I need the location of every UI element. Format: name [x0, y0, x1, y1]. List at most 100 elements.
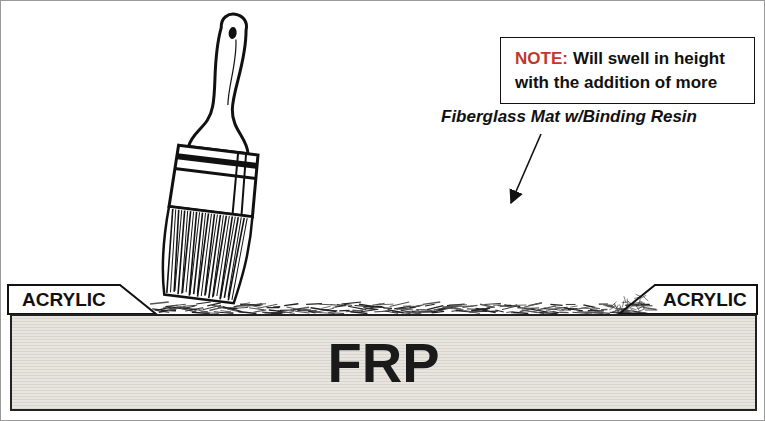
mat-fiber [462, 305, 477, 307]
mat-fiber [333, 305, 346, 307]
bristle [221, 216, 236, 299]
mat-fiber [638, 299, 640, 306]
mat-fiber [337, 304, 343, 305]
mat-fiber [528, 303, 541, 306]
bristle-strokes [163, 209, 248, 302]
mat-fiber [645, 309, 657, 310]
mat-fiber [383, 307, 392, 309]
mat-fiber [643, 307, 657, 309]
mat-fiber [640, 301, 646, 305]
mat-fiber [570, 306, 577, 307]
bristle [232, 218, 247, 301]
mat-fiber [425, 304, 435, 306]
brush-ferrule [169, 145, 260, 217]
callout-label: Fiberglass Mat w/Binding Resin [441, 107, 697, 127]
acrylic-layer: ACRYLIC [8, 285, 156, 314]
mat-fiber [370, 306, 384, 308]
mat-fiber [304, 310, 319, 312]
mat-fiber [348, 306, 366, 309]
mat-fiber [515, 305, 526, 306]
mat-fiber [476, 308, 488, 310]
mat-fiber [443, 306, 459, 308]
mat-fiber [555, 307, 564, 309]
bristle [213, 215, 226, 297]
mat-fiber [460, 304, 467, 305]
mat-fiber [432, 311, 445, 312]
mat-fiber [423, 302, 440, 304]
mat-fiber [550, 304, 562, 305]
mat-fiber [344, 304, 352, 305]
mat-fiber [284, 304, 298, 306]
mat-fiber [295, 311, 309, 313]
paint-brush [158, 9, 277, 304]
mat-fiber [220, 311, 231, 312]
brush-handle [189, 10, 265, 153]
mat-fiber [484, 303, 501, 304]
mat-fiber [624, 296, 626, 303]
mat-fiber [198, 310, 207, 312]
mat-fiber [363, 307, 376, 309]
mat-fiber [335, 306, 346, 308]
mat-fiber [379, 304, 394, 306]
mat-fiber [597, 311, 603, 313]
mat-fiber [322, 306, 331, 308]
mat-fiber [590, 309, 598, 311]
mat-fiber [319, 304, 332, 305]
acrylic-layer: ACRYLIC [619, 285, 757, 314]
mat-fiber [449, 305, 462, 306]
mat-fiber [275, 311, 294, 314]
mat-fiber [622, 301, 629, 303]
bristle [204, 214, 214, 295]
mat-fiber [609, 307, 615, 310]
mat-fiber [643, 296, 648, 301]
mat-fiber [566, 304, 576, 305]
material-label: ACRYLIC [663, 285, 747, 314]
mat-fiber [622, 301, 624, 308]
mat-fiber [412, 310, 419, 312]
mat-fiber [196, 302, 211, 304]
note-box: NOTE:Will swell in height with the addit… [500, 37, 755, 104]
mat-fiber [638, 305, 644, 308]
mat-fiber [273, 306, 280, 308]
mat-fiber [366, 308, 375, 310]
mat-fiber [608, 306, 614, 307]
leader-arrow [511, 134, 541, 203]
mat-fiber [592, 307, 600, 308]
mat-fiber [495, 310, 503, 312]
mat-fiber [489, 307, 495, 309]
bristle [228, 217, 244, 301]
handle-shading [227, 39, 237, 105]
mat-fiber [614, 304, 619, 309]
mat-fiber [249, 308, 264, 310]
handle-hole [228, 27, 237, 40]
mat-fiber [601, 309, 607, 311]
bristle [196, 213, 208, 294]
mat-fiber [535, 303, 542, 304]
mat-fiber [187, 306, 195, 308]
mat-fiber [267, 307, 280, 308]
frp-panel: FRP [10, 314, 757, 411]
mat-fiber [174, 304, 186, 305]
material-label: FRP [328, 335, 440, 391]
mat-fiber [231, 307, 248, 308]
note-heading: NOTE: [515, 49, 568, 68]
mat-fiber [399, 309, 414, 310]
mat-fiber [260, 303, 266, 304]
mat-fiber [414, 305, 424, 307]
mat-fiber [605, 305, 614, 307]
acrylic-shape [619, 285, 757, 314]
mat-fiber [454, 308, 462, 309]
mat-fiber [630, 309, 636, 313]
mat-fiber [627, 299, 628, 306]
material-label: ACRYLIC [22, 285, 106, 314]
mat-fiber [341, 302, 361, 304]
mat-fiber [289, 311, 295, 312]
mat-fiber [623, 311, 630, 313]
mat-fiber [637, 306, 644, 308]
ferrule-shading [231, 153, 249, 216]
mat-fiber [553, 312, 559, 313]
mat-fiber [632, 304, 639, 305]
mat-fiber [326, 310, 337, 312]
